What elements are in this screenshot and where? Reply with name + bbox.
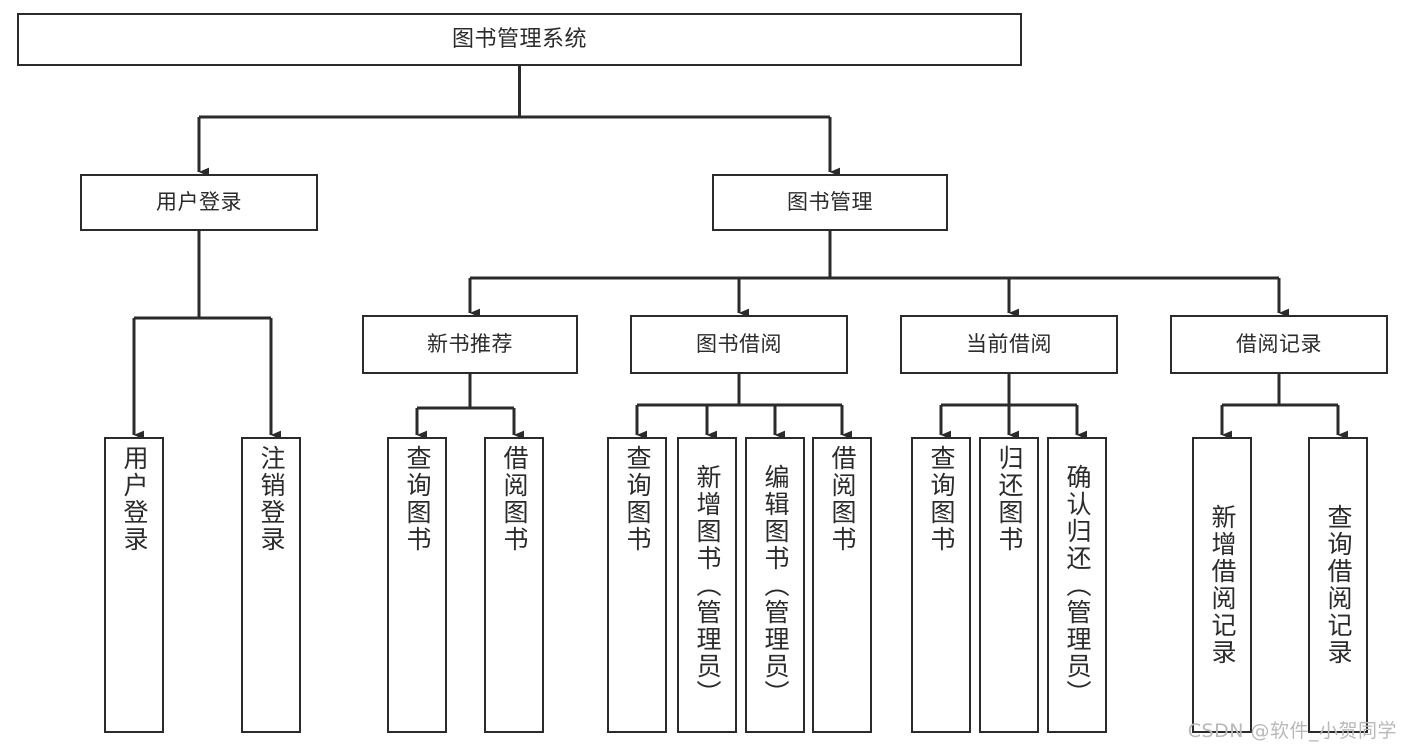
node-label: 图书管理: [787, 190, 873, 215]
node-label: 确认归还（管理员）: [1063, 463, 1092, 707]
leaf-edit-book-admin[interactable]: 编辑图书（管理员）: [745, 437, 805, 733]
node-label: 新增图书（管理员）: [693, 463, 722, 707]
leaf-query-book-new[interactable]: 查询图书: [387, 437, 447, 733]
node-label: 图书管理系统: [451, 26, 587, 52]
node-label: 用户登录: [156, 190, 242, 215]
leaf-query-book-current[interactable]: 查询图书: [911, 437, 971, 733]
node-borrow-record[interactable]: 借阅记录: [1170, 315, 1388, 374]
node-book-borrow[interactable]: 图书借阅: [630, 315, 848, 374]
node-label: 新书推荐: [427, 332, 513, 357]
node-label: 编辑图书（管理员）: [761, 463, 790, 707]
node-label: 图书借阅: [696, 332, 782, 357]
node-label: 借阅图书: [500, 445, 529, 553]
leaf-query-book-borrow[interactable]: 查询图书: [607, 437, 667, 733]
node-label: 注销登录: [257, 445, 286, 553]
node-label: 新增借阅记录: [1208, 504, 1237, 666]
node-current-borrow[interactable]: 当前借阅: [900, 315, 1118, 374]
node-user-login[interactable]: 用户登录: [80, 174, 318, 231]
leaf-add-book-admin[interactable]: 新增图书（管理员）: [677, 437, 737, 733]
leaf-confirm-return-admin[interactable]: 确认归还（管理员）: [1047, 437, 1107, 733]
node-label: 借阅图书: [828, 445, 857, 553]
node-new-book-recommend[interactable]: 新书推荐: [362, 315, 578, 374]
node-label: 归还图书: [995, 445, 1024, 553]
leaf-borrow-book-new[interactable]: 借阅图书: [484, 437, 544, 733]
node-label: 查询借阅记录: [1324, 504, 1353, 666]
node-label: 当前借阅: [966, 332, 1052, 357]
node-label: 借阅记录: [1236, 332, 1322, 357]
leaf-borrow-book[interactable]: 借阅图书: [812, 437, 872, 733]
node-label: 查询图书: [403, 445, 432, 553]
node-label: 查询图书: [927, 445, 956, 553]
node-label: 用户登录: [120, 445, 149, 553]
leaf-add-borrow-record[interactable]: 新增借阅记录: [1192, 437, 1252, 733]
node-label: 查询图书: [623, 445, 652, 553]
watermark: CSDN @软件_小贺同学: [1187, 720, 1397, 742]
leaf-return-book[interactable]: 归还图书: [979, 437, 1039, 733]
leaf-user-login[interactable]: 用户登录: [104, 437, 164, 733]
leaf-query-borrow-record[interactable]: 查询借阅记录: [1308, 437, 1368, 733]
node-book-management[interactable]: 图书管理: [712, 174, 948, 231]
leaf-logout[interactable]: 注销登录: [241, 437, 301, 733]
node-root-system[interactable]: 图书管理系统: [17, 13, 1022, 66]
